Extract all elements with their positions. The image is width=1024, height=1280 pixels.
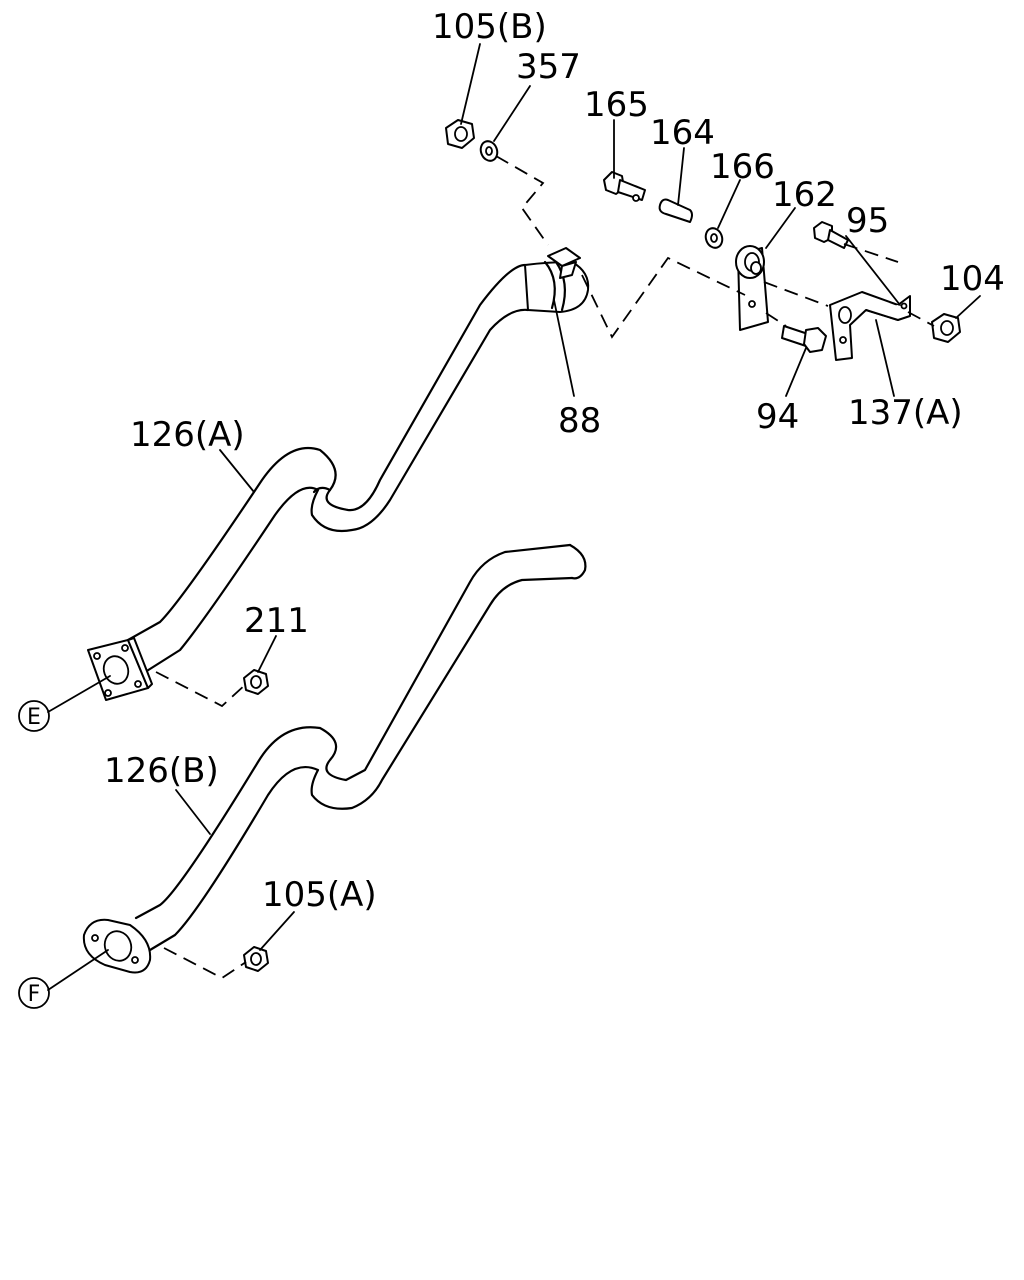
label-357: 357 [516, 47, 581, 87]
flange-square-e [87, 637, 153, 701]
flange-oval-f [82, 918, 152, 974]
label-105a: 105(A) [262, 875, 377, 915]
label-165: 165 [584, 85, 649, 125]
label-162: 162 [772, 175, 837, 215]
washer-166 [704, 227, 724, 249]
washer-357 [479, 140, 499, 162]
leader-lines [47, 43, 981, 991]
bracket-137a [829, 291, 911, 361]
bolt-165 [603, 171, 646, 202]
label-126b: 126(B) [104, 751, 219, 791]
pipe-126a [126, 263, 530, 676]
label-95: 95 [846, 201, 889, 241]
nut-105b [445, 119, 475, 149]
reference-circles: E F [18, 700, 50, 1009]
nut-105a [243, 946, 269, 972]
bracket-162 [735, 245, 769, 331]
bolt-95 [813, 221, 849, 249]
label-126a: 126(A) [130, 415, 245, 455]
label-104: 104 [940, 259, 1005, 299]
label-137a: 137(A) [848, 393, 963, 433]
label-94: 94 [756, 397, 799, 437]
nut-211 [243, 669, 269, 695]
nut-104 [931, 313, 961, 343]
label-211: 211 [244, 601, 309, 641]
ref-circle-f [18, 977, 50, 1009]
label-164: 164 [650, 113, 715, 153]
pin-164 [658, 198, 693, 223]
label-166: 166 [710, 147, 775, 187]
clamp-88 [524, 247, 590, 313]
pipe-126b [134, 543, 587, 952]
ref-circle-e [18, 700, 50, 732]
callout-labels: 105(B) 357 165 164 166 162 95 104 88 94 … [104, 7, 1005, 915]
ref-label-f: F [28, 982, 41, 1007]
ref-label-e: E [27, 705, 41, 730]
label-105b: 105(B) [432, 7, 547, 47]
label-88: 88 [558, 401, 601, 441]
bolt-94 [781, 325, 827, 353]
assembly-lines [155, 155, 935, 980]
